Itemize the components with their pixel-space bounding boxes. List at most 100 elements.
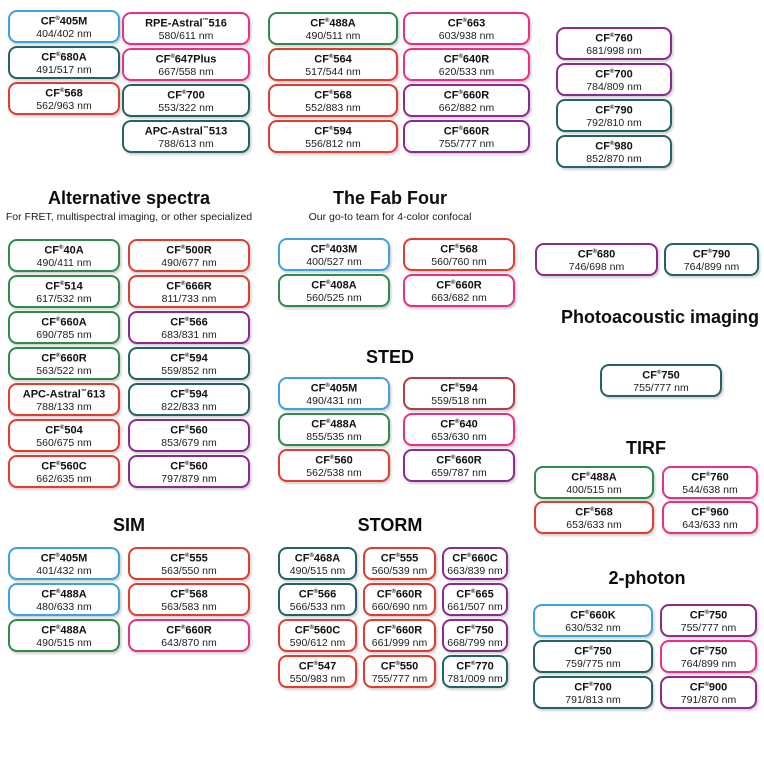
dye-wavelength-label: 560/760 nm xyxy=(431,256,487,269)
dye-name-label: RPE-Astral™516 xyxy=(145,17,227,30)
dye-name-label: CF®665 xyxy=(456,588,494,601)
dye-name-label: CF®660A xyxy=(41,316,87,329)
dye-name-label: CF®790 xyxy=(595,104,633,117)
dye-wavelength-label: 662/882 nm xyxy=(438,102,495,115)
dye-name-label: CF®488A xyxy=(41,624,87,637)
dye-name-label: CF®750 xyxy=(574,645,612,658)
dye-wavelength-label: 759/775 nm xyxy=(565,658,621,671)
dye-wavelength-label: 560/675 nm xyxy=(36,437,92,450)
dye-name-label: CF®568 xyxy=(45,87,83,100)
dye-wavelength-label: 559/518 nm xyxy=(431,395,487,408)
dye-name-label: CF®594 xyxy=(170,352,208,365)
dye-name-label: CF®960 xyxy=(691,506,729,519)
dye-wavelength-label: 746/698 nm xyxy=(568,261,625,274)
dye-name-label: CF®564 xyxy=(314,53,352,66)
dye-name-label: CF®760 xyxy=(595,32,633,45)
section-title-storm: STORM xyxy=(357,515,423,535)
dye-name-label: CF®700 xyxy=(574,681,612,694)
section-title-tirf: TIRF xyxy=(626,438,666,458)
dye-wavelength-label: 764/899 nm xyxy=(680,658,737,671)
dye-name-label: CF®660C xyxy=(452,552,498,565)
dye-name-label: CF®468A xyxy=(294,552,341,565)
dye-wavelength-label: 617/532 nm xyxy=(36,293,92,306)
dye-name-label: APC-Astral™513 xyxy=(144,125,228,138)
dye-name-label: CF®488A xyxy=(41,588,87,601)
dye-name-label: CF®663 xyxy=(447,17,486,30)
alternative-spectra-title: Alternative spectra xyxy=(47,188,211,208)
dye-wavelength-label: 563/550 nm xyxy=(161,565,217,578)
dye-name-label: CF®660R xyxy=(166,624,212,637)
dye-wavelength-label: 490/411 nm xyxy=(36,257,92,270)
dye-wavelength-label: 553/322 nm xyxy=(158,102,214,115)
dye-name-label: CF®660R xyxy=(436,454,482,467)
dye-wavelength-label: 653/633 nm xyxy=(566,519,622,532)
dye-name-label: CF®555 xyxy=(170,552,208,565)
dye-wavelength-label: 661/507 nm xyxy=(447,601,503,614)
dye-wavelength-label: 480/633 nm xyxy=(36,601,92,614)
dye-wavelength-label: 560/539 nm xyxy=(371,565,428,578)
dye-wavelength-label: 788/133 nm xyxy=(36,401,92,414)
dye-name-label: CF®568 xyxy=(170,588,208,601)
dye-wavelength-label: 560/525 nm xyxy=(306,292,362,305)
dye-name-label: CF®640R xyxy=(443,53,490,66)
dye-wavelength-label: 661/999 nm xyxy=(371,637,428,650)
dye-name-label: CF®750 xyxy=(689,609,728,622)
dye-name-label: CF®568 xyxy=(314,89,352,102)
dye-name-label: CF®594 xyxy=(170,388,208,401)
dye-wavelength-label: 662/635 nm xyxy=(36,473,92,486)
dye-name-label: CF®660R xyxy=(443,89,490,102)
dye-wavelength-label: 556/812 nm xyxy=(305,138,361,151)
dye-wavelength-label: 788/613 nm xyxy=(158,138,214,151)
dye-wavelength-label: 755/777 nm xyxy=(680,622,737,635)
dye-wavelength-label: 667/558 nm xyxy=(158,66,214,79)
dye-name-label: CF®660K xyxy=(570,609,616,622)
section-title-fab-four: The Fab Four Our go-to team for 4-color … xyxy=(260,188,520,224)
dye-wavelength-label: 580/611 nm xyxy=(158,30,214,43)
dye-wavelength-label: 544/638 nm xyxy=(682,484,738,497)
dye-name-label: CF®514 xyxy=(45,280,83,293)
dye-wavelength-label: 668/799 nm xyxy=(447,637,503,650)
fab-four-subtitle: Our go-to team for 4-color confocal xyxy=(308,211,472,223)
dye-wavelength-label: 490/677 nm xyxy=(161,257,217,270)
